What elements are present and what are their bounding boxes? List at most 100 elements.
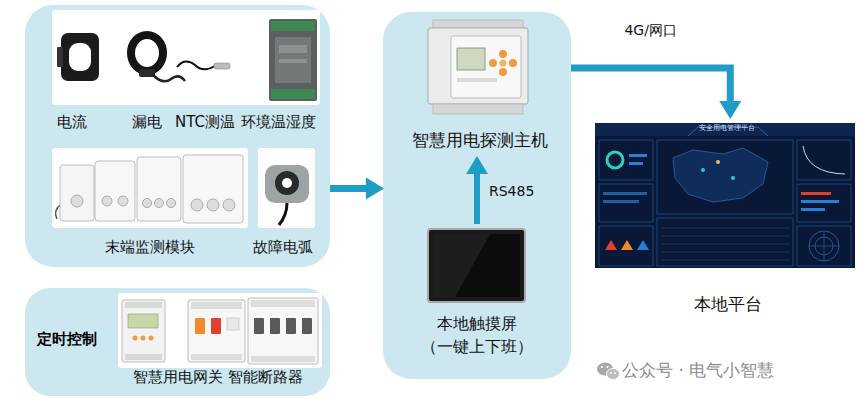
illustration-part [731, 176, 735, 180]
illustration-part [673, 148, 768, 202]
four-pole-breaker [248, 298, 318, 364]
illustration-part [271, 21, 315, 31]
illustration-part [499, 50, 507, 58]
illustration-part [211, 318, 221, 334]
illustration-part [275, 37, 311, 83]
flow-arrow [571, 68, 730, 101]
illustration-part [227, 318, 239, 330]
illustration-part [270, 318, 280, 334]
illustration-part [265, 165, 309, 203]
illustration-part [601, 366, 603, 368]
illustration-part [122, 300, 165, 362]
current-ct [57, 33, 99, 81]
edge-label: 4G/网口 [624, 22, 676, 39]
illustration-part [191, 354, 242, 360]
illustration-part [489, 59, 497, 67]
device-box: 本地平台 [593, 118, 857, 321]
illustration-part [500, 60, 507, 67]
illustration-part [188, 300, 245, 362]
node-text: 环境温湿度 [241, 113, 316, 131]
illustration-part [69, 43, 91, 71]
leakage-ct [131, 35, 185, 81]
node-text: NTC测温 [175, 113, 235, 131]
flow-arrow [330, 185, 366, 192]
node-text: 本地平台 [694, 294, 762, 314]
device-box: 本地触摸屏 （一键上下班） [395, 224, 559, 363]
illustration-part [251, 300, 315, 307]
illustration-part [279, 203, 287, 225]
illustration-part [629, 162, 643, 165]
illustration-part [428, 28, 528, 104]
illustration-part [214, 63, 230, 69]
illustration-part [629, 154, 647, 157]
illustration-part [223, 199, 235, 211]
illustration-part [141, 336, 146, 341]
watermark: 公众号 · 电气小智慧 [622, 360, 774, 380]
illustration-part [131, 35, 163, 71]
illustration-part [603, 200, 639, 203]
illustration-part [610, 372, 612, 374]
illustration-part [128, 314, 158, 328]
node-text: 智慧用电探测主机 [412, 130, 548, 150]
illustration-part [621, 240, 633, 250]
illustration-part [279, 59, 307, 63]
device-card [118, 293, 322, 368]
illustration-part [275, 171, 299, 195]
temp-humidity-unit [269, 19, 317, 101]
illustration-part [183, 155, 243, 223]
illustration-part [428, 229, 525, 302]
illustration-part [797, 140, 851, 180]
illustration-part [509, 59, 517, 67]
illustration-part [302, 318, 312, 334]
illustration-part [661, 228, 789, 260]
illustration-part [177, 61, 215, 69]
illustration-part [801, 208, 825, 211]
illustration-part [701, 168, 705, 172]
illustration-part [457, 78, 497, 82]
illustration-part [797, 226, 851, 266]
illustration-part [207, 199, 219, 211]
illustration-part [248, 298, 318, 364]
illustration [593, 118, 857, 321]
illustration-part [637, 240, 649, 250]
node-text: 本地触摸屏 [437, 314, 517, 333]
illustration-part [599, 140, 653, 180]
arc-fault-sensor [258, 148, 315, 228]
node-text: 故障电弧 [253, 238, 313, 256]
node-text: （一键上下班） [421, 337, 533, 356]
touch-screen [428, 229, 525, 302]
illustration-part [133, 336, 138, 341]
panel-ground [383, 12, 571, 379]
illustration-part [451, 36, 521, 98]
illustration-part [595, 123, 855, 268]
illustration-part [607, 369, 620, 380]
illustration-part [457, 48, 485, 70]
illustration-part [71, 195, 83, 207]
illustration-part [595, 123, 855, 136]
illustration-part [433, 104, 523, 114]
node-text: 末端监测模块 [105, 238, 195, 256]
node-text: 智慧用电网关 智能断路器 [133, 368, 303, 386]
sensor-card [52, 10, 320, 105]
panel-ground [25, 5, 330, 267]
illustration-part [118, 196, 128, 206]
illustration-part [191, 302, 242, 309]
illustration-part [153, 75, 185, 81]
group-panel: 智慧用电探测主机本地触摸屏 （一键上下班） [383, 12, 571, 379]
node-text: 漏电 [132, 113, 162, 131]
group-panel: 电流漏电NTC测温环境温湿度末端监测模块故障电弧 [25, 5, 330, 267]
illustration-part [258, 148, 315, 228]
illustration-part [433, 234, 520, 297]
illustration-part [801, 192, 831, 195]
illustration-part [599, 184, 653, 222]
illustration-part [102, 196, 112, 206]
illustration-part [657, 140, 793, 214]
group-panel: 定时控制智慧用电网关 智能断路器 [25, 288, 330, 396]
gateway-meter [122, 300, 165, 362]
illustration-part [282, 178, 292, 188]
illustration-part [125, 354, 162, 360]
platform-screenshot [595, 123, 855, 268]
illustration-part [499, 68, 507, 76]
illustration-part [599, 226, 653, 266]
